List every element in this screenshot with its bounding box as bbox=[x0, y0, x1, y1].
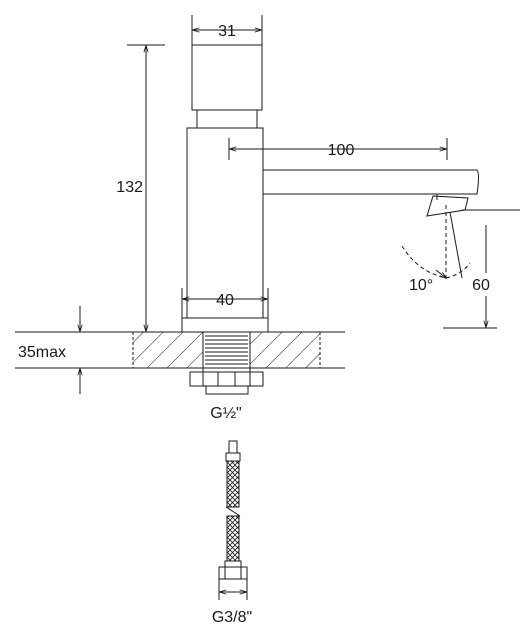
dim-base-width: 40 bbox=[216, 292, 234, 309]
dim-deck-thickness: 35max bbox=[18, 344, 66, 361]
label-hose-thread: G3/8" bbox=[212, 609, 252, 626]
threaded-shank bbox=[189, 331, 264, 395]
faucet-column bbox=[186, 127, 264, 319]
handle-neck bbox=[196, 109, 258, 129]
handle-block bbox=[191, 44, 263, 111]
dim-height: 132 bbox=[116, 179, 143, 196]
hose-nut bbox=[218, 566, 248, 580]
dim-outlet-height: 60 bbox=[472, 277, 490, 294]
label-inlet-thread: G½" bbox=[210, 405, 241, 422]
spout bbox=[263, 169, 479, 217]
dim-spout-reach: 100 bbox=[328, 142, 355, 159]
dimension-lines bbox=[15, 15, 520, 600]
mounting-nut bbox=[189, 371, 264, 387]
dim-spray-angle: 10° bbox=[409, 277, 433, 294]
dim-top-width: 31 bbox=[218, 23, 236, 40]
flex-hose bbox=[218, 440, 248, 580]
faucet-base-plate bbox=[181, 317, 269, 333]
deck-section bbox=[90, 331, 345, 369]
faucet-body bbox=[181, 44, 269, 333]
spout-outlet bbox=[426, 195, 469, 217]
